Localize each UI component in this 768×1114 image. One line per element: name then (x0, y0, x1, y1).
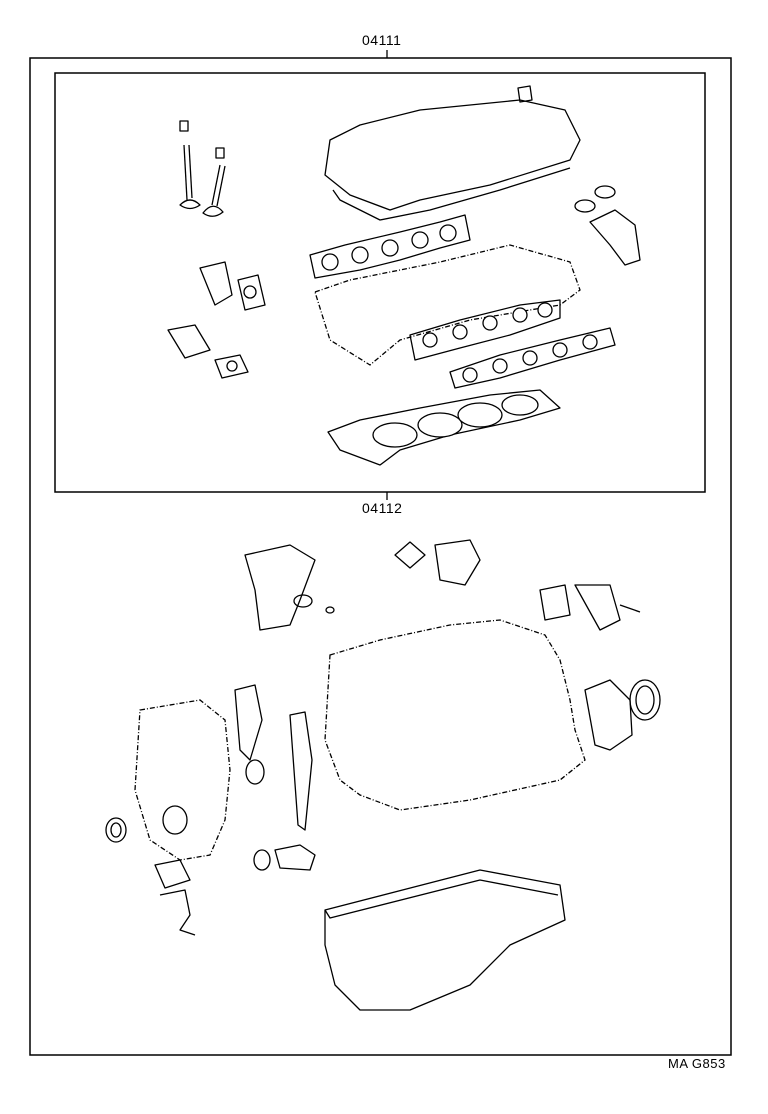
front-oil-seal (105, 817, 127, 843)
head-gasket-block (314, 244, 581, 366)
oil-filler-cap-gasket (517, 85, 533, 103)
valve-stem-seal-1 (179, 120, 201, 210)
cylinder-head-gasket (327, 389, 561, 466)
cylinder-block (324, 619, 586, 811)
timing-case-gasket (234, 684, 313, 831)
rear-oil-seal-retainer-gasket (584, 679, 661, 751)
water-outlet-gaskets (574, 185, 641, 266)
callout-04111: 04111 (362, 32, 402, 48)
cylinder-head-cover-gasket (324, 99, 581, 221)
oil-strainer-gasket (154, 859, 196, 936)
timing-cover-gasket (134, 699, 231, 861)
water-pump-gasket (244, 544, 335, 631)
thermostat-gasket (394, 539, 481, 586)
outer-frame (29, 50, 732, 1056)
inner-frame (54, 72, 706, 500)
oil-pump-gasket (253, 844, 316, 871)
water-bypass-gasket (539, 584, 641, 631)
water-inlet-housing-gasket (199, 261, 266, 311)
figure-code: MA G853 (668, 1056, 726, 1071)
intake-gasket-upper (309, 214, 471, 279)
callout-04112: 04112 (362, 500, 403, 516)
small-gasket-left (167, 324, 249, 379)
valve-stem-seal-2 (202, 147, 226, 217)
exhaust-gasket-a (409, 299, 561, 361)
oil-pan-gasket (324, 869, 566, 1011)
exhaust-gasket-b (449, 327, 616, 389)
